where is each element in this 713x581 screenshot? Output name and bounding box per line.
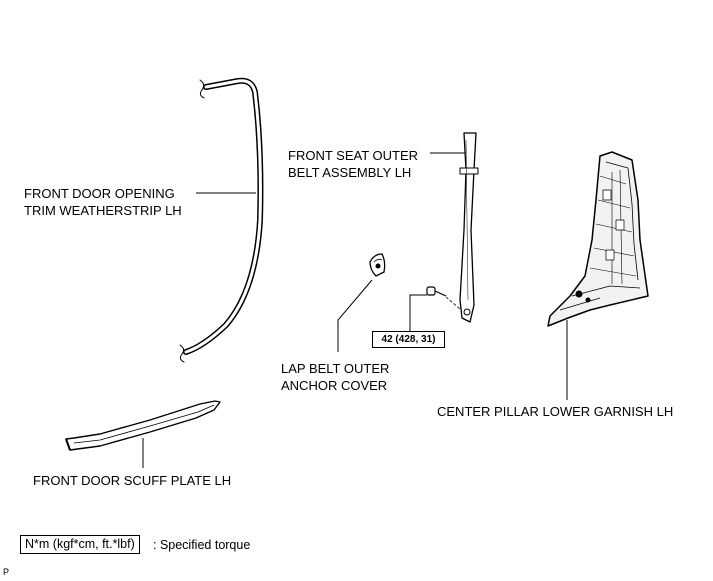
pillar-garnish-part — [547, 151, 649, 327]
weatherstrip-label: FRONT DOOR OPENING TRIM WEATHERSTRIP LH — [24, 185, 182, 219]
scuff-plate-part — [65, 400, 221, 451]
torque-value-box: 42 (428, 31) — [372, 331, 445, 348]
weatherstrip-label-line1: FRONT DOOR OPENING — [24, 186, 175, 201]
figure-code: P — [3, 567, 10, 577]
weatherstrip-label-line2: TRIM WEATHERSTRIP LH — [24, 203, 182, 218]
scuff-plate-label: FRONT DOOR SCUFF PLATE LH — [33, 473, 232, 488]
pillar-garnish-label: CENTER PILLAR LOWER GARNISH LH — [437, 404, 674, 419]
seat-belt-part — [459, 132, 479, 323]
legend-unit-box: N*m (kgf*cm, ft.*lbf) — [20, 535, 140, 554]
seat-belt-label-line2: BELT ASSEMBLY LH — [288, 165, 412, 180]
legend-description: : Specified torque — [153, 538, 251, 552]
leader-lines — [142, 152, 568, 468]
anchor-cover-label-line1: LAP BELT OUTER — [281, 361, 390, 376]
weatherstrip-part — [179, 77, 264, 363]
seat-belt-label-line1: FRONT SEAT OUTER — [288, 148, 419, 163]
anchor-cover-part — [369, 253, 386, 277]
anchor-cover-label-line2: ANCHOR COVER — [281, 378, 388, 393]
seat-belt-label: FRONT SEAT OUTER BELT ASSEMBLY LH — [288, 147, 418, 181]
anchor-cover-label: LAP BELT OUTER ANCHOR COVER — [281, 360, 389, 394]
